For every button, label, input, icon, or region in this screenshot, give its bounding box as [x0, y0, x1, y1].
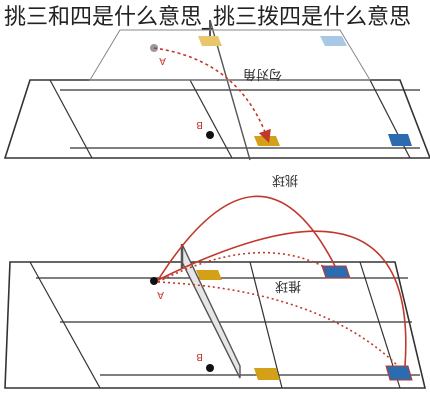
page-title: 挑三和四是什么意思_挑三拨四是什么意思 [4, 5, 412, 30]
push-path-cross [157, 281, 399, 367]
lift-path-high [157, 195, 336, 281]
zone-yellow-light [198, 36, 222, 46]
lift-label: 挑球 [272, 172, 298, 187]
court-diagram-bottom: 挑球 推球 A B [4, 172, 427, 389]
court-line [49, 79, 93, 159]
court-diagram-top: A B 勾对角 [3, 19, 430, 161]
court-line [189, 79, 233, 159]
player-a-label: A [159, 55, 166, 66]
shot-path-diagonal [153, 47, 271, 144]
player-b-dot [206, 131, 214, 139]
zone-yellow [196, 270, 222, 280]
zone-yellow [254, 368, 280, 380]
zone-blue [388, 134, 412, 146]
court-line [29, 261, 101, 389]
zone-blue-light [320, 36, 347, 46]
court-outline [3, 79, 430, 159]
player-b-label: B [196, 351, 203, 362]
push-label: 推球 [275, 278, 301, 293]
push-path-straight [157, 251, 331, 283]
lift-path-cross [157, 230, 407, 367]
player-b-label: B [196, 119, 203, 130]
shot-label: 勾对角 [243, 66, 282, 81]
court-line [249, 261, 283, 389]
zone-blue [385, 365, 413, 381]
player-a-dot [150, 277, 158, 285]
player-b-dot [206, 364, 214, 372]
zone-blue [321, 265, 351, 279]
player-a-label: A [157, 289, 164, 300]
far-court [89, 29, 371, 81]
